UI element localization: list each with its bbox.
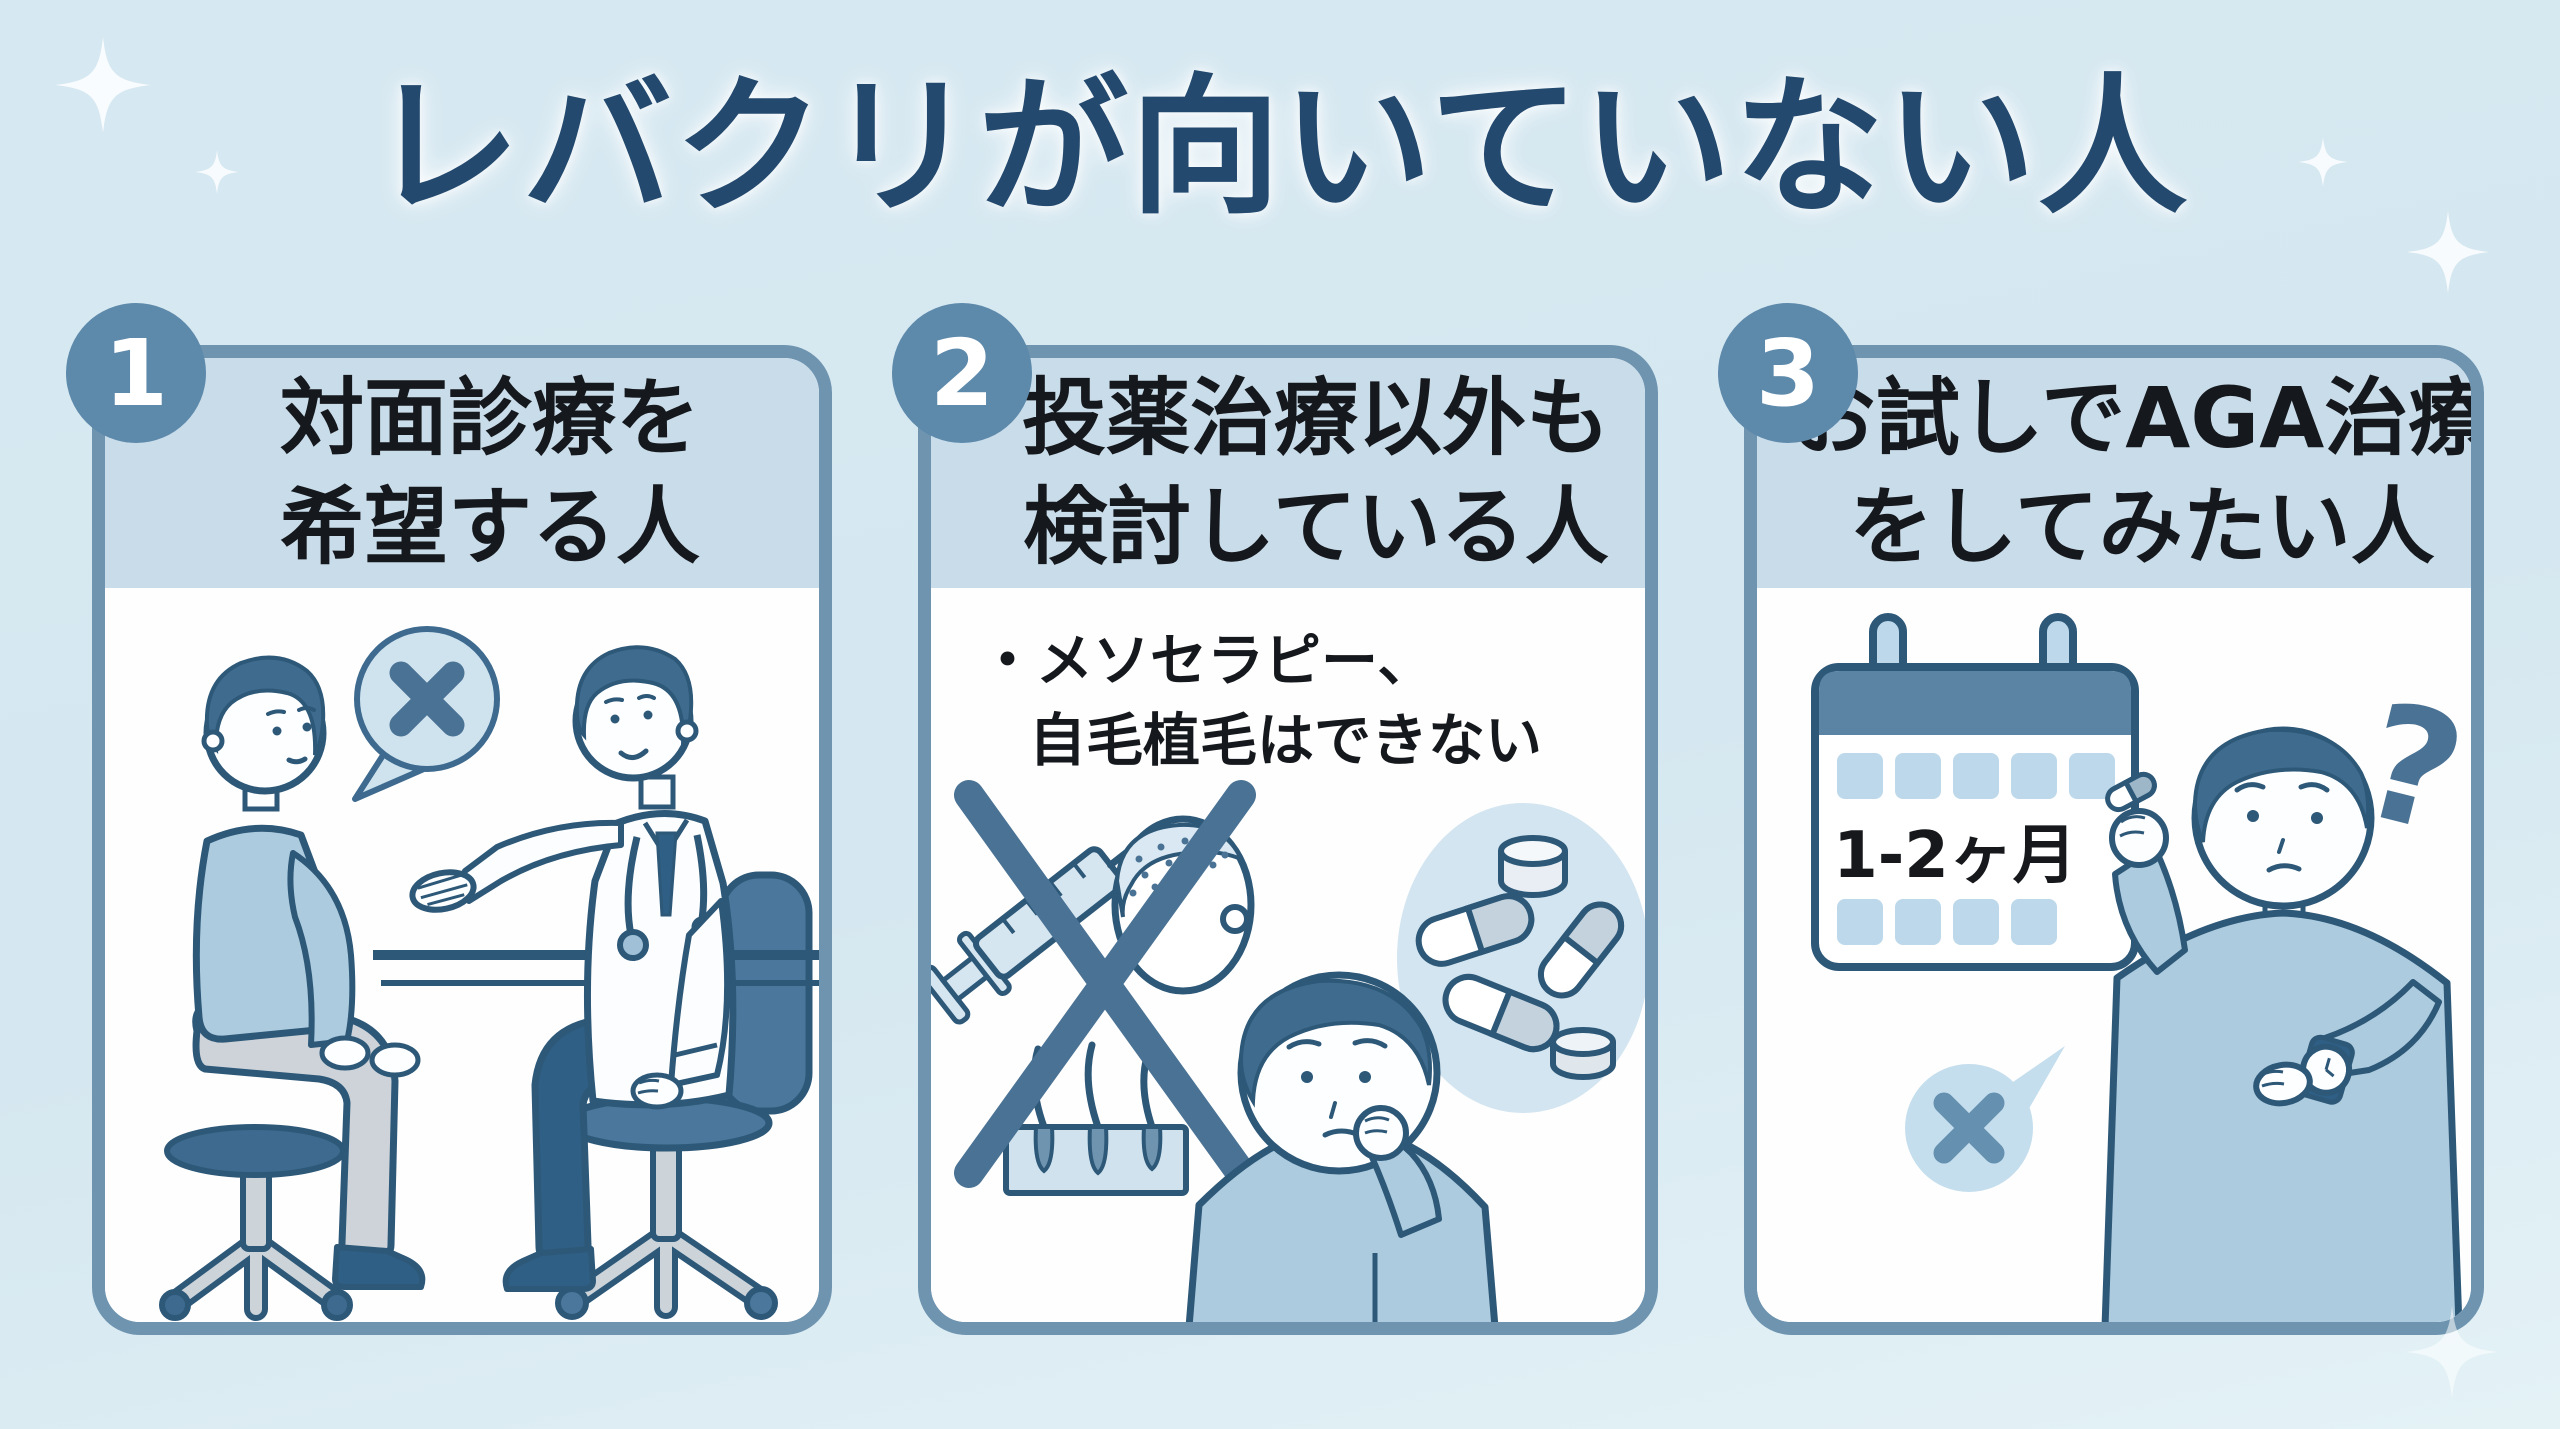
patient-figure bbox=[192, 655, 426, 1290]
trial-period-illustration: 1-2ヶ月 ? bbox=[1811, 613, 2471, 1322]
card-3-number: 3 bbox=[1755, 319, 1820, 427]
patient-hair bbox=[204, 655, 326, 756]
x-bubble-icon bbox=[1905, 1046, 2065, 1192]
doctor-hair bbox=[574, 645, 694, 746]
wristwatch-icon bbox=[2297, 1034, 2355, 1105]
x-speech-bubble-icon bbox=[352, 626, 500, 802]
card-2-note-line-1: ・メソセラピー、 bbox=[979, 628, 1435, 694]
card-3-header: お試しでAGA治療 をしてみたい人 bbox=[1757, 358, 2471, 588]
patient-shoe bbox=[332, 1244, 426, 1290]
calendar-label: 1-2ヶ月 bbox=[1833, 819, 2077, 893]
card-2-note: ・メソセラピー、 自毛植毛はできない bbox=[979, 622, 1542, 782]
doctor-resting-arm bbox=[668, 898, 731, 1088]
patient-stool-icon bbox=[159, 1124, 353, 1321]
consultation-illustration bbox=[159, 626, 819, 1321]
card-2-frame: 投薬治療以外も 検討している人 ・メソセラピー、 自毛植毛はできない bbox=[918, 345, 1658, 1335]
card-2-title-line-2: 検討している人 bbox=[1023, 478, 1609, 576]
doctor-figure bbox=[409, 645, 737, 1292]
card-1-illustration bbox=[105, 588, 819, 1322]
card-face-to-face: 1 対面診療を 希望する人 bbox=[66, 303, 832, 1335]
card-2-note-line-2: 自毛植毛はできない bbox=[1029, 707, 1542, 774]
man-checking-watch-figure bbox=[2101, 726, 2463, 1322]
worried-man-figure bbox=[1185, 971, 1499, 1322]
card-3-number-badge: 3 bbox=[1718, 303, 1858, 443]
card-1-frame: 対面診療を 希望する人 bbox=[92, 345, 832, 1335]
card-1-number-badge: 1 bbox=[66, 303, 206, 443]
card-other-treatments: 2 投薬治療以外も 検討している人 ・メソセラピー、 自毛植毛はできない bbox=[892, 303, 1658, 1335]
card-1-title-line-1: 対面診療を bbox=[279, 368, 700, 467]
man-hair bbox=[2192, 727, 2371, 843]
card-3-illustration: 1-2ヶ月 ? bbox=[1757, 588, 2471, 1322]
calendar-icon: 1-2ヶ月 bbox=[1811, 613, 2139, 971]
card-1-header: 対面診療を 希望する人 bbox=[105, 358, 819, 588]
hair-follicle-skin-icon bbox=[1003, 1041, 1189, 1196]
card-2-number-badge: 2 bbox=[892, 303, 1032, 443]
doctor-tie bbox=[655, 831, 678, 917]
card-2-header: 投薬治療以外も 検討している人 bbox=[931, 358, 1645, 588]
card-2-illustration: ・メソセラピー、 自毛植毛はできない bbox=[931, 588, 1645, 1322]
card-trial-aga: 3 お試しでAGA治療 をしてみたい人 bbox=[1718, 303, 2484, 1335]
worried-man-hair bbox=[1238, 978, 1432, 1108]
card-2-title-line-1: 投薬治療以外も bbox=[1021, 368, 1610, 467]
card-3-title-line-1: お試しでAGA治療 bbox=[1791, 368, 2484, 467]
page-title: レバクリが向いていない人 bbox=[370, 61, 2190, 235]
card-1-number: 1 bbox=[103, 319, 168, 427]
cross-out-x-icon bbox=[954, 780, 1256, 1188]
pills-icon bbox=[1397, 803, 1645, 1113]
card-2-number: 2 bbox=[929, 319, 994, 427]
card-3-title-line-2: をしてみたい人 bbox=[1849, 478, 2435, 576]
card-1-title-line-2: 希望する人 bbox=[279, 478, 700, 576]
card-3-frame: お試しでAGA治療 をしてみたい人 bbox=[1744, 345, 2484, 1335]
doctor-chair-icon bbox=[555, 871, 813, 1320]
pill-capsule-icon bbox=[2105, 771, 2157, 813]
no-mesotherapy-illustration bbox=[931, 780, 1645, 1322]
doctor-shoe bbox=[502, 1246, 596, 1292]
